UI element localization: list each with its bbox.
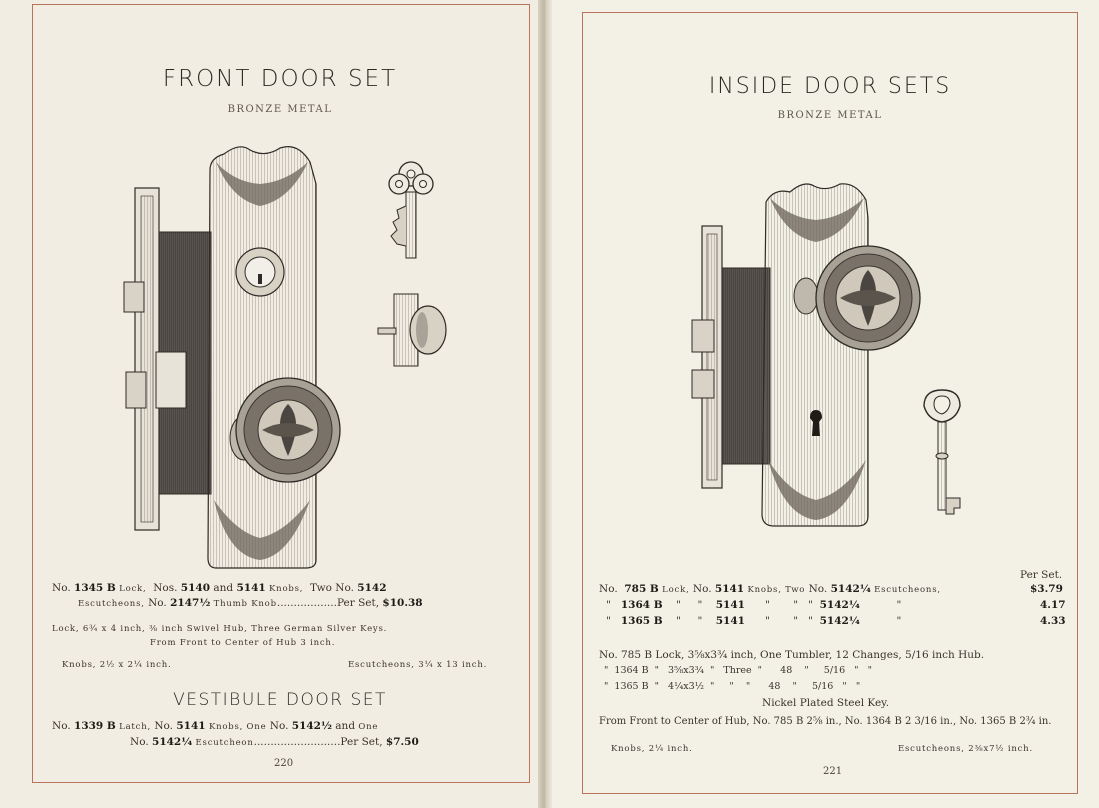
spec-line-1364b: " 1364 B " 3⅝x3¾ " Three " 48 " 5/16 " " (604, 665, 872, 676)
front-set-line-2: Escutcheons, No. 2147½ Thumb Knob.......… (78, 597, 423, 609)
front-set-escutcheons-size: Escutcheons, 3¼ x 13 inch. (348, 660, 488, 670)
front-door-set-subtitle: BRONZE METAL (227, 104, 333, 115)
vestibule-line-2: No. 5142¼ Escutcheon....................… (130, 736, 419, 748)
inside-door-sets-title: INSIDE DOOR SETS (708, 74, 952, 99)
spec-line-1365b: " 1365 B " 4¼x3½ " " " 48 " 5/16 " " (604, 681, 861, 692)
price-row-785b: No. 785 B Lock, No. 5141 Knobs, Two No. … (599, 583, 941, 595)
right-page-frame (582, 12, 1078, 794)
left-page-frame (32, 4, 530, 783)
page-number-right: 221 (823, 766, 843, 777)
front-set-lock-spec: Lock, 6¾ x 4 inch, ⅜ inch Swivel Hub, Th… (52, 624, 388, 634)
inside-door-lock-illustration (691, 183, 961, 527)
front-door-set-title: FRONT DOOR SET (162, 66, 398, 92)
inside-door-sets-subtitle: BRONZE METAL (777, 110, 883, 121)
price-1365b: 4.33 (1040, 615, 1066, 627)
spec-line-785b: No. 785 B Lock, 3⅝x3¾ inch, One Tumbler,… (599, 649, 985, 661)
vestibule-line-1: No. 1339 B Latch, No. 5141 Knobs, One No… (52, 720, 379, 732)
price-1364b: 4.17 (1040, 599, 1066, 611)
book-gutter (538, 0, 552, 808)
spec-hub: From Front to Center of Hub, No. 785 B 2… (599, 716, 1052, 727)
price-row-1364b: " 1364 B " " 5141 " " " 5142¼ " (606, 599, 902, 611)
inside-escutcheons-size: Escutcheons, 2⅜x7½ inch. (898, 744, 1033, 754)
vestibule-door-set-title: VESTIBULE DOOR SET (173, 690, 387, 710)
per-set-header: Per Set. (1020, 569, 1063, 581)
price-row-1365b: " 1365 B " " 5141 " " " 5142¼ " (606, 615, 902, 627)
page-number-left: 220 (274, 758, 294, 769)
spec-key: Nickel Plated Steel Key. (762, 697, 890, 709)
front-door-lock-illustration (123, 146, 447, 569)
inside-knobs-size: Knobs, 2¼ inch. (611, 744, 693, 754)
front-set-hub-spec: From Front to Center of Hub 3 inch. (150, 638, 336, 648)
front-set-line-1: No. 1345 B Lock, Nos. 5140 and 5141 Knob… (52, 582, 387, 594)
price-785b: $3.79 (1030, 583, 1063, 595)
front-set-knobs-size: Knobs, 2½ x 2¼ inch. (62, 660, 172, 670)
